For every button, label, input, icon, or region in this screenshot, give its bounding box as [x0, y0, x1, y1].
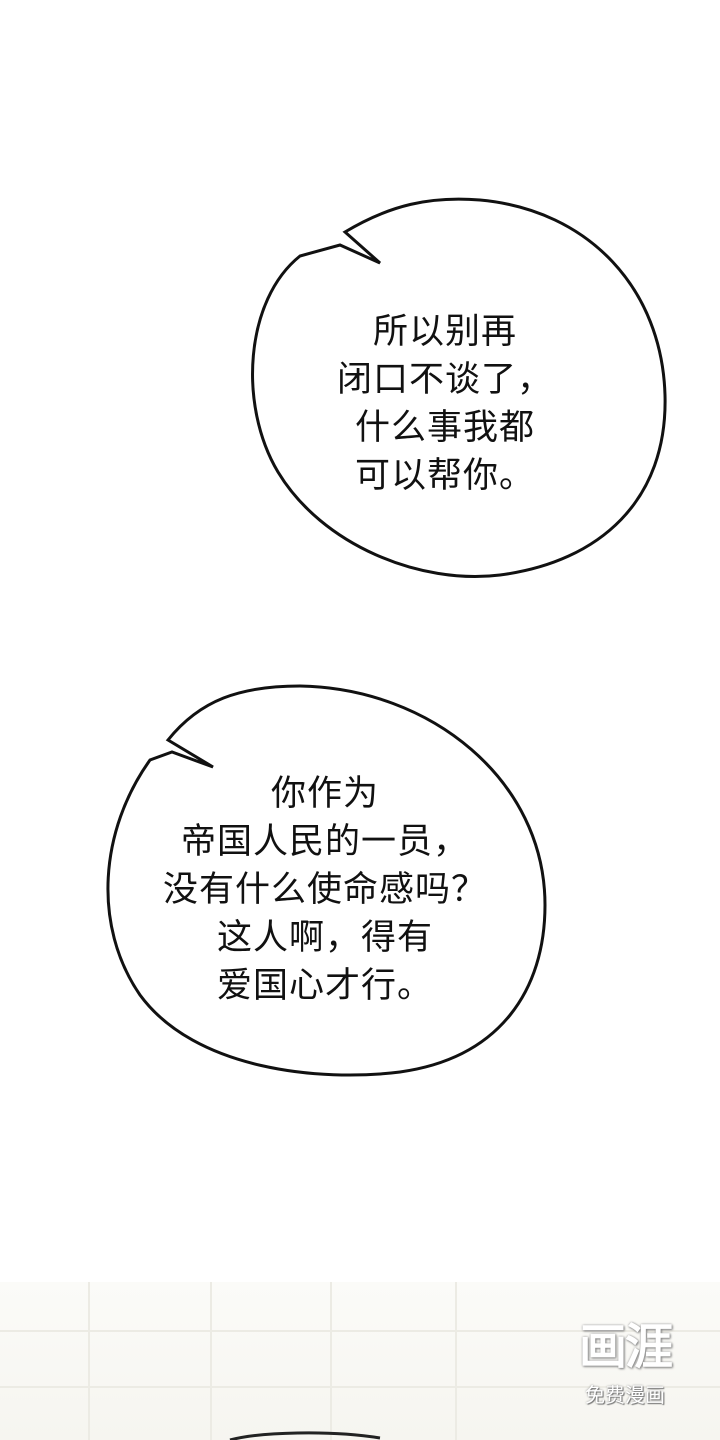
speech-line: 所以别再 [372, 312, 517, 352]
tile-line [330, 1282, 332, 1440]
speech-bubble-2-text: 你作为 帝国人民的一员， 没有什么使命感吗？ 这人啊，得有 爱国心才行。 [130, 770, 520, 1010]
speech-line: 没有什么使命感吗？ [162, 870, 487, 910]
tile-line [0, 1386, 720, 1388]
tile-line [455, 1282, 457, 1440]
speech-bubble-1-text: 所以别再 闭口不谈了， 什么事我都 可以帮你。 [330, 308, 560, 500]
tile-line [88, 1282, 90, 1440]
next-bubble-edge [229, 1431, 381, 1440]
speech-line: 爱国心才行。 [216, 966, 433, 1006]
watermark-logo: 画涯 [578, 1319, 673, 1375]
speech-line: 这人啊，得有 [216, 918, 433, 958]
speech-line: 帝国人民的一员， [180, 822, 469, 862]
speech-bubble-2 [106, 684, 547, 1077]
watermark-subtitle: 免费漫画 [585, 1383, 665, 1407]
watermark: 画涯 免费漫画 [560, 1318, 690, 1418]
speech-line: 什么事我都 [354, 408, 535, 448]
speech-line: 可以帮你。 [354, 456, 535, 496]
speech-line: 你作为 [270, 774, 379, 814]
tile-line [0, 1330, 720, 1332]
speech-bubble-1 [251, 197, 667, 578]
tile-line [210, 1282, 212, 1440]
speech-line: 闭口不谈了， [336, 360, 553, 400]
next-panel-background [0, 1282, 720, 1440]
